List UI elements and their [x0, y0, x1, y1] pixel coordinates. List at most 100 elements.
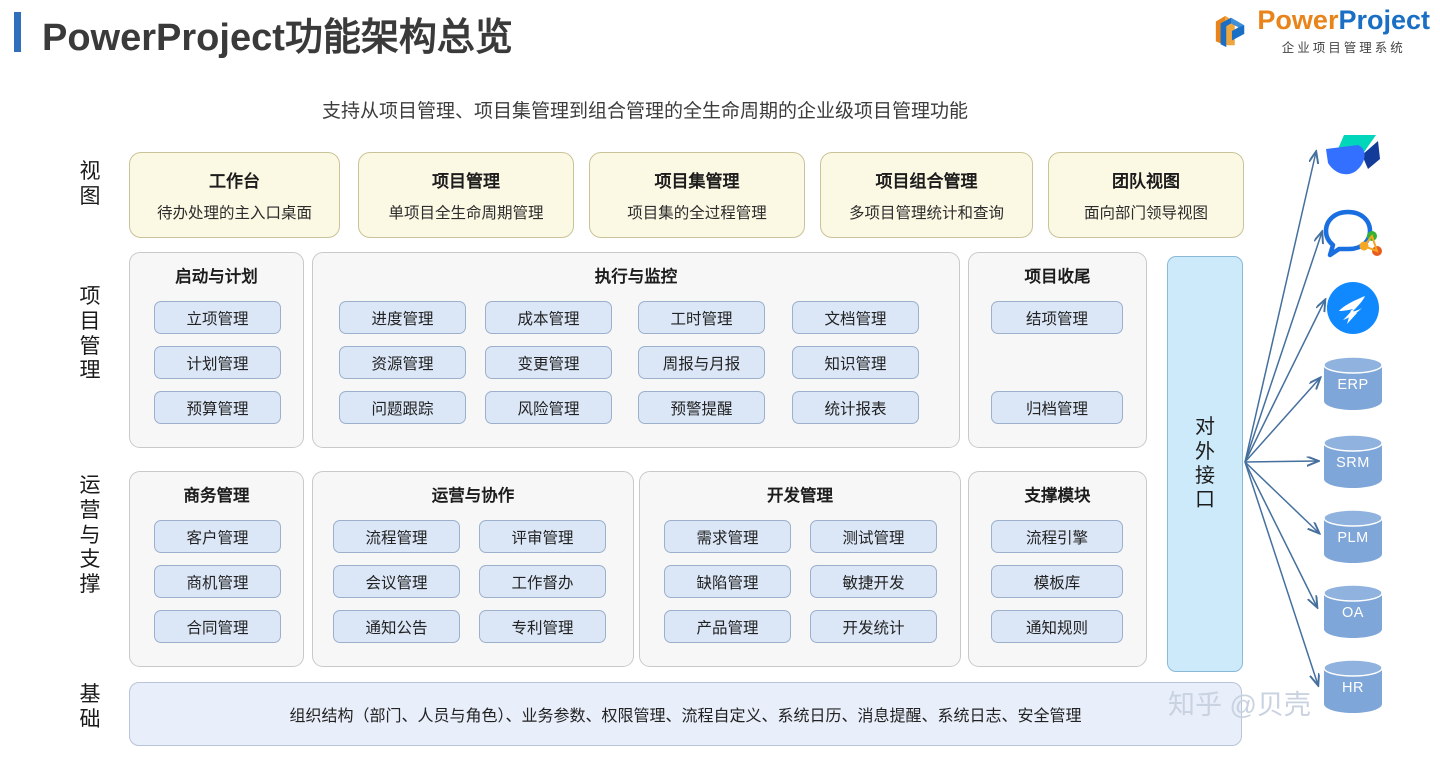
- group-title: 启动与计划: [175, 268, 258, 286]
- view-card-desc: 单项目全生命周期管理: [388, 205, 544, 222]
- foundation-text: 组织结构（部门、人员与角色）、业务参数、权限管理、流程自定义、系统日历、消息提醒…: [289, 708, 1082, 725]
- tile-work-supervision[interactable]: 工作督办: [479, 565, 606, 598]
- title-accent-bar: [14, 12, 21, 52]
- group-project-closure: 项目收尾 结项管理 归档管理: [968, 252, 1147, 448]
- view-card-team-view[interactable]: 团队视图 面向部门领导视图: [1048, 152, 1244, 238]
- view-card-workbench[interactable]: 工作台 待办处理的主入口桌面: [129, 152, 340, 238]
- tile-issue-tracking[interactable]: 问题跟踪: [339, 391, 466, 424]
- tile-statistical-report[interactable]: 统计报表: [792, 391, 919, 424]
- tile-patent-mgmt[interactable]: 专利管理: [479, 610, 606, 643]
- tile-initiation-mgmt[interactable]: 立项管理: [154, 301, 281, 334]
- view-card-program-management[interactable]: 项目集管理 项目集的全过程管理: [589, 152, 805, 238]
- system-cylinder-erp: ERP: [1322, 355, 1384, 411]
- view-card-title: 项目集管理: [654, 172, 740, 191]
- system-cylinder-hr: HR: [1322, 658, 1384, 714]
- tile-timesheet-mgmt[interactable]: 工时管理: [638, 301, 765, 334]
- group-title: 项目收尾: [1024, 268, 1091, 286]
- logo-word-project: Project: [1338, 4, 1430, 35]
- tile-plan-mgmt[interactable]: 计划管理: [154, 346, 281, 379]
- view-card-portfolio-management[interactable]: 项目组合管理 多项目管理统计和查询: [820, 152, 1033, 238]
- group-support-modules: 支撑模块 流程引擎 模板库 通知规则: [968, 471, 1147, 667]
- external-interface-box[interactable]: 对外接口: [1167, 256, 1243, 672]
- cylinder-shape-icon: [1323, 509, 1383, 563]
- tile-defect-mgmt[interactable]: 缺陷管理: [664, 565, 791, 598]
- row-label-project: 项目管理: [79, 285, 101, 383]
- wecom-logo-icon: [1323, 209, 1382, 258]
- system-label: SRM: [1336, 455, 1370, 471]
- group-title: 支撑模块: [1024, 487, 1091, 505]
- tile-review-mgmt[interactable]: 评审管理: [479, 520, 606, 553]
- cylinder-shape-icon: [1323, 356, 1383, 410]
- logo-wordmark: PowerProject: [1257, 4, 1430, 35]
- view-card-desc: 待办处理的主入口桌面: [156, 205, 312, 222]
- tile-opportunity-mgmt[interactable]: 商机管理: [154, 565, 281, 598]
- tile-cost-mgmt[interactable]: 成本管理: [485, 301, 612, 334]
- view-card-desc: 多项目管理统计和查询: [848, 205, 1004, 222]
- group-title: 开发管理: [767, 487, 833, 505]
- group-initiation-planning: 启动与计划 立项管理 计划管理 预算管理: [129, 252, 304, 448]
- page-subtitle: 支持从项目管理、项目集管理到组合管理的全生命周期的企业级项目管理功能: [321, 101, 968, 122]
- system-label: PLM: [1337, 530, 1369, 546]
- tile-resource-mgmt[interactable]: 资源管理: [339, 346, 466, 379]
- group-execution-monitoring: 执行与监控 进度管理 资源管理 问题跟踪 成本管理 变更管理 风险管理 工时管理…: [312, 252, 960, 448]
- system-label: ERP: [1337, 377, 1369, 393]
- group-title: 运营与协作: [431, 487, 515, 505]
- logo-mark-icon: [1216, 15, 1245, 48]
- view-card-title: 团队视图: [1112, 172, 1180, 191]
- tile-product-mgmt[interactable]: 产品管理: [664, 610, 791, 643]
- group-development-management: 开发管理 需求管理 缺陷管理 产品管理 测试管理 敏捷开发 开发统计: [639, 471, 961, 667]
- row-label-foundation: 基础: [79, 683, 101, 731]
- tile-budget-mgmt[interactable]: 预算管理: [154, 391, 281, 424]
- tile-test-mgmt[interactable]: 测试管理: [810, 520, 937, 553]
- system-cylinder-srm: SRM: [1322, 433, 1384, 489]
- tile-meeting-mgmt[interactable]: 会议管理: [333, 565, 460, 598]
- cylinder-shape-icon: [1323, 434, 1383, 488]
- system-label: OA: [1342, 605, 1364, 621]
- logo-word-power: Power: [1257, 4, 1339, 35]
- tile-process-mgmt[interactable]: 流程管理: [333, 520, 460, 553]
- row-label-operations: 运营与支撑: [79, 474, 101, 597]
- foundation-strip: 组织结构（部门、人员与角色）、业务参数、权限管理、流程自定义、系统日历、消息提醒…: [129, 682, 1242, 746]
- page-header: PowerProject功能架构总览 PowerProject 企业项目管理系统: [0, 0, 1440, 66]
- tile-knowledge-mgmt[interactable]: 知识管理: [792, 346, 919, 379]
- cylinder-shape-icon: [1323, 659, 1383, 713]
- view-card-desc: 面向部门领导视图: [1083, 205, 1208, 222]
- view-card-project-management[interactable]: 项目管理 单项目全生命周期管理: [358, 152, 574, 238]
- view-card-title: 项目组合管理: [875, 172, 978, 191]
- tile-workflow-engine[interactable]: 流程引擎: [991, 520, 1123, 553]
- tile-change-mgmt[interactable]: 变更管理: [485, 346, 612, 379]
- tile-schedule-mgmt[interactable]: 进度管理: [339, 301, 466, 334]
- feishu-logo-icon: [1326, 135, 1380, 175]
- system-cylinder-oa: OA: [1322, 583, 1384, 639]
- tile-template-library[interactable]: 模板库: [991, 565, 1123, 598]
- tile-notification-rules[interactable]: 通知规则: [991, 610, 1123, 643]
- tile-development-stats[interactable]: 开发统计: [810, 610, 937, 643]
- powerproject-logo: PowerProject 企业项目管理系统: [1212, 4, 1430, 55]
- view-card-desc: 项目集的全过程管理: [627, 205, 767, 222]
- dingtalk-logo-icon: [1327, 282, 1379, 334]
- tile-alert-reminder[interactable]: 预警提醒: [638, 391, 765, 424]
- system-cylinder-plm: PLM: [1322, 508, 1384, 564]
- tile-requirement-mgmt[interactable]: 需求管理: [664, 520, 791, 553]
- page-title: PowerProject功能架构总览: [42, 17, 513, 59]
- tile-document-mgmt[interactable]: 文档管理: [792, 301, 919, 334]
- tile-archive-mgmt[interactable]: 归档管理: [991, 391, 1123, 424]
- view-card-title: 工作台: [209, 172, 260, 191]
- tile-risk-mgmt[interactable]: 风险管理: [485, 391, 612, 424]
- watermark: 知乎 @贝壳: [1168, 690, 1311, 720]
- tile-customer-mgmt[interactable]: 客户管理: [154, 520, 281, 553]
- row-label-view: 视图: [79, 160, 101, 208]
- tile-weekly-monthly-report[interactable]: 周报与月报: [638, 346, 765, 379]
- group-title: 商务管理: [183, 487, 250, 505]
- tile-announcement[interactable]: 通知公告: [333, 610, 460, 643]
- tile-agile-development[interactable]: 敏捷开发: [810, 565, 937, 598]
- group-business-management: 商务管理 客户管理 商机管理 合同管理: [129, 471, 304, 667]
- cylinder-shape-icon: [1323, 584, 1383, 638]
- tile-closure-mgmt[interactable]: 结项管理: [991, 301, 1123, 334]
- group-operations-collaboration: 运营与协作 流程管理 会议管理 通知公告 评审管理 工作督办 专利管理: [312, 471, 634, 667]
- system-label: HR: [1342, 680, 1364, 696]
- tile-contract-mgmt[interactable]: 合同管理: [154, 610, 281, 643]
- view-card-title: 项目管理: [432, 172, 500, 191]
- external-interface-label: 对外接口: [1195, 416, 1215, 512]
- group-title: 执行与监控: [594, 268, 678, 286]
